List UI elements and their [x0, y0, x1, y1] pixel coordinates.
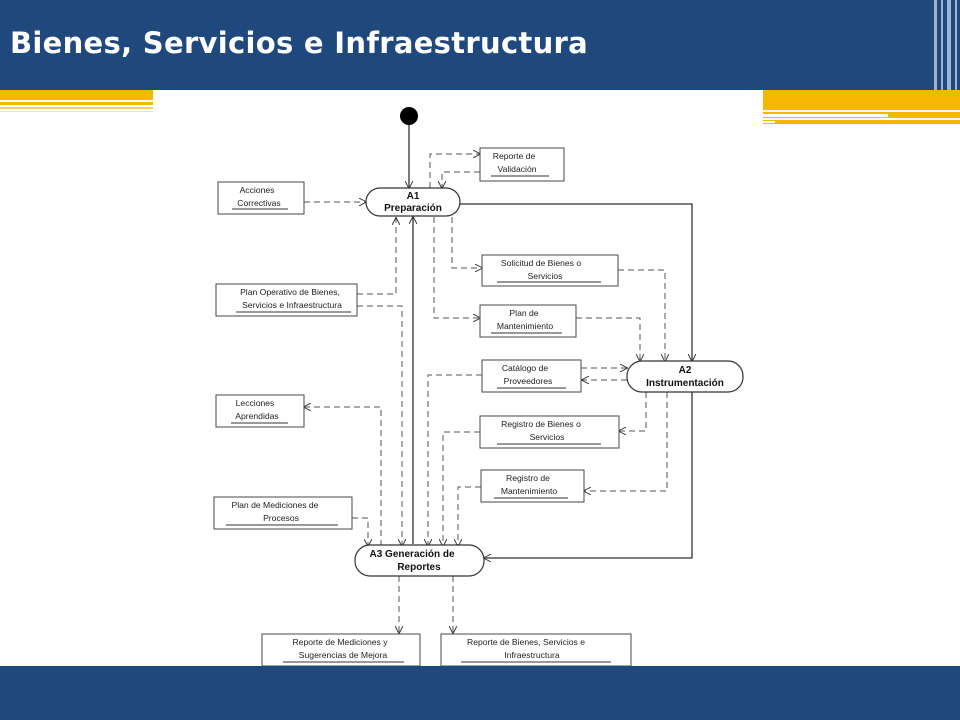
box-acciones-correctivas-line1: Acciones: [240, 185, 275, 195]
box-lecciones-aprendidas-line1: Lecciones: [236, 398, 275, 408]
activity-a1-code: A1: [407, 191, 420, 202]
slide-header: Bienes, Servicios e Infraestructura: [0, 0, 960, 90]
activity-a2-instrumentacion: A2 Instrumentación: [626, 360, 744, 393]
box-reporte-validacion-line1: Reporte de: [493, 151, 536, 161]
box-acciones-correctivas-line2: Correctivas: [237, 198, 280, 208]
gold-accent-left: [0, 90, 153, 112]
slide-title: Bienes, Servicios e Infraestructura: [10, 26, 589, 60]
activity-a2-code: A2: [679, 365, 692, 376]
box-registro-mantenimiento-line2: Mantenimiento: [501, 486, 558, 496]
activity-a2-label: Instrumentación: [646, 378, 724, 389]
box-plan-mediciones: Plan de Mediciones de Procesos: [213, 496, 353, 530]
box-reporte-mediciones: Reporte de Mediciones y Sugerencias de M…: [261, 633, 421, 667]
box-reporte-bienes-line2: Infraestructura: [504, 650, 560, 660]
activity-a3-line1: A3 Generación de: [369, 549, 454, 560]
box-catalogo-proveedores-line2: Proveedores: [504, 376, 553, 386]
box-registro-mantenimiento: Registro de Mantenimiento: [480, 469, 585, 503]
box-plan-operativo: Plan Operativo de Bienes, Servicios e In…: [215, 283, 358, 317]
box-registro-bienes-line2: Servicios: [530, 432, 565, 442]
box-acciones-correctivas: Acciones Correctivas: [217, 181, 305, 215]
start-node: [400, 107, 418, 125]
box-plan-mantenimiento-line1: Plan de: [509, 308, 538, 318]
box-plan-operativo-line2: Servicios e Infraestructura: [242, 300, 342, 310]
box-solicitud-bienes: Solicitud de Bienes o Servicios: [481, 254, 619, 287]
activity-a3-line2: Reportes: [397, 562, 441, 573]
box-reporte-bienes-line1: Reporte de Bienes, Servicios e: [467, 637, 585, 647]
box-catalogo-proveedores-line1: Catálogo de: [502, 363, 549, 373]
box-registro-bienes-line1: Registro de Bienes o: [501, 419, 581, 429]
box-plan-operativo-line1: Plan Operativo de Bienes,: [240, 287, 340, 297]
activity-a3-generacion-reportes: A3 Generación de Reportes: [354, 544, 485, 577]
slide-footer: [0, 666, 960, 720]
box-registro-mantenimiento-line1: Registro de: [506, 473, 550, 483]
box-solicitud-bienes-line1: Solicitud de Bienes o: [501, 258, 581, 268]
header-edge-stripes: [930, 0, 960, 90]
box-reporte-bienes: Reporte de Bienes, Servicios e Infraestr…: [440, 633, 632, 667]
box-solicitud-bienes-line2: Servicios: [528, 271, 563, 281]
activity-a1-label: Preparación: [384, 203, 442, 214]
box-catalogo-proveedores: Catálogo de Proveedores: [481, 359, 582, 393]
box-registro-bienes: Registro de Bienes o Servicios: [479, 415, 620, 449]
gold-accent-right: [763, 90, 960, 124]
box-reporte-mediciones-line2: Sugerencias de Mejora: [299, 650, 388, 660]
box-plan-mantenimiento-line2: Mantenimiento: [497, 321, 554, 331]
box-plan-mediciones-line1: Plan de Mediciones de: [232, 500, 319, 510]
box-reporte-validacion: Reporte de Validación: [479, 147, 565, 182]
box-lecciones-aprendidas: Lecciones Aprendidas: [215, 394, 305, 428]
box-plan-mantenimiento: Plan de Mantenimiento: [479, 304, 577, 338]
activity-a1-preparacion: A1 Preparación: [365, 187, 461, 217]
box-reporte-validacion-line2: Validación: [497, 164, 536, 174]
box-lecciones-aprendidas-line2: Aprendidas: [235, 411, 278, 421]
box-plan-mediciones-line2: Procesos: [263, 513, 299, 523]
box-reporte-mediciones-line1: Reporte de Mediciones y: [292, 637, 388, 647]
